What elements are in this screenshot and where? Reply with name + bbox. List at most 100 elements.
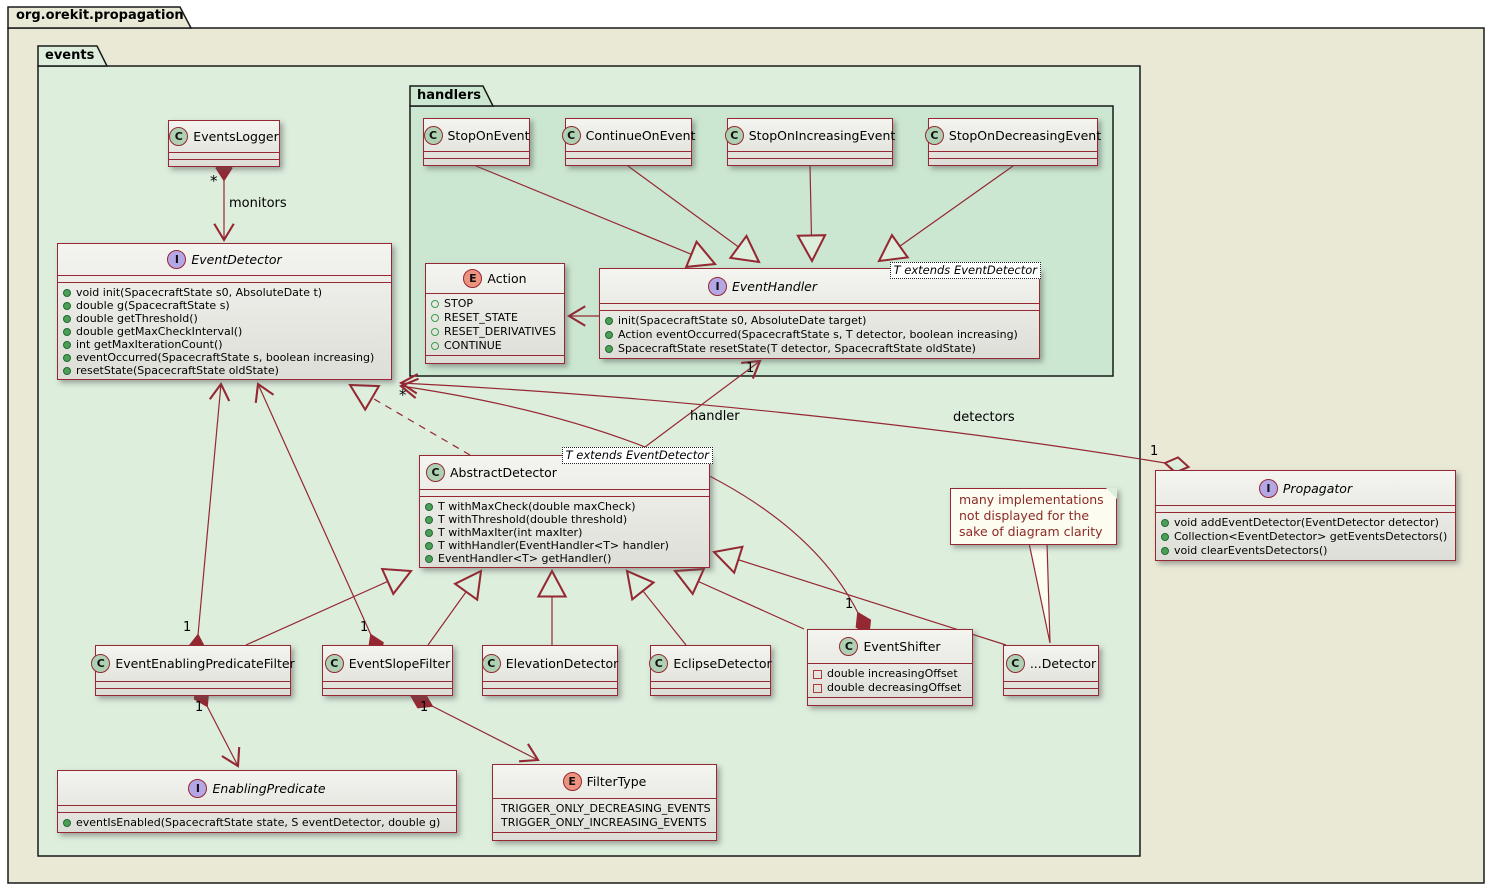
method-row: void init(SpacecraftState s0, AbsoluteDa… [63, 286, 387, 299]
empty-fields-compartment [600, 303, 1039, 310]
enum-value-row: STOP [431, 297, 560, 311]
method-label: int getMaxIterationCount() [76, 338, 223, 351]
edge-stopondecreasingevent-eventhandler [877, 165, 1014, 263]
interface-icon: I [707, 276, 727, 296]
class-icon: C [839, 637, 859, 656]
empty-fields-compartment [651, 681, 770, 688]
enum-value-icon [431, 328, 439, 336]
package-title-events: events [45, 48, 95, 63]
public-method-icon [63, 327, 71, 336]
method-label: Collection<EventDetector> getEventsDetec… [1174, 530, 1448, 543]
public-method-icon [605, 317, 613, 325]
empty-fields-compartment [424, 151, 529, 158]
note-fold-corner [1106, 488, 1117, 499]
methods-compartment: T withMaxCheck(double maxCheck) T withTh… [420, 496, 709, 567]
method-label: resetState(SpacecraftState oldState) [76, 364, 279, 377]
enum-value-icon [431, 300, 439, 308]
class-icon: C [481, 654, 501, 673]
method-label: eventIsEnabled(SpacecraftState state, S … [76, 816, 441, 829]
empty-methods-compartment [169, 159, 279, 166]
method-row: T withMaxCheck(double maxCheck) [425, 500, 705, 513]
public-method-icon [425, 515, 433, 524]
edge-label-monitors: monitors [229, 196, 287, 211]
class-title: ...Detector [1029, 656, 1097, 671]
public-method-icon [63, 819, 71, 827]
empty-fields-compartment [728, 151, 892, 158]
public-method-icon [1161, 519, 1169, 527]
class-icon: C [924, 125, 944, 145]
empty-methods-compartment [424, 158, 529, 165]
class-title: StopOnDecreasingEvent [948, 127, 1102, 143]
method-label: Action eventOccurred(SpacecraftState s, … [618, 328, 1018, 341]
class-icon: C [91, 654, 111, 673]
edge-eepf-eventdetector [188, 381, 231, 661]
enum-value-label: RESET_DERIVATIVES [444, 325, 556, 338]
interface-icon: I [188, 778, 208, 798]
generic-type-label: T extends EventDetector [889, 262, 1041, 279]
multiplicity-detectors-star: * [399, 386, 407, 404]
private-field-icon [813, 669, 822, 679]
multiplicity-detectors-one: 1 [1150, 444, 1159, 459]
multiplicity-eepf-enablingpredicate-one: 1 [195, 700, 204, 715]
enum-value-label: RESET_STATE [444, 311, 518, 324]
empty-methods-compartment [929, 158, 1097, 165]
enum-icon: E [562, 772, 582, 791]
empty-fields-compartment [566, 151, 691, 158]
empty-methods-compartment [323, 688, 452, 695]
empty-fields-compartment [483, 681, 617, 688]
method-label: void clearEventsDetectors() [1174, 544, 1328, 557]
empty-fields-compartment [420, 489, 709, 496]
empty-fields-compartment [58, 275, 391, 282]
field-label: double decreasingOffset [827, 681, 962, 694]
empty-methods-compartment [483, 688, 617, 695]
empty-fields-compartment [96, 681, 290, 688]
enum-value-label: CONTINUE [444, 339, 502, 352]
public-method-icon [63, 366, 71, 375]
enum-value-row: TRIGGER_ONLY_INCREASING_EVENTS [498, 816, 712, 830]
interface-title: EventHandler [731, 278, 818, 294]
public-method-icon [605, 345, 613, 353]
method-label: double getMaxCheckInterval() [76, 325, 243, 338]
enum-values-compartment: STOP RESET_STATE RESET_DERIVATIVES CONTI… [426, 293, 564, 355]
methods-compartment: eventIsEnabled(SpacecraftState state, S … [58, 812, 456, 832]
public-method-icon [63, 340, 71, 349]
method-row: resetState(SpacecraftState oldState) [63, 364, 387, 377]
edge-eepf-enablingpredicate [193, 683, 241, 768]
empty-methods-compartment [493, 832, 716, 840]
methods-compartment: void addEventDetector(EventDetector dete… [1156, 512, 1455, 560]
class-icon: C [324, 654, 344, 673]
enum-title: Action [487, 271, 527, 286]
method-label: T withThreshold(double threshold) [438, 513, 628, 526]
public-method-icon [425, 502, 433, 511]
public-method-icon [425, 528, 433, 537]
multiplicity-monitors-star: * [210, 172, 218, 190]
empty-methods-compartment [808, 697, 972, 705]
public-method-icon [1161, 533, 1169, 541]
generic-type-label: T extends EventDetector [561, 447, 713, 464]
edge-label-detectors: detectors [953, 410, 1015, 425]
public-method-icon [425, 541, 433, 550]
method-row: int getMaxIterationCount() [63, 338, 387, 351]
empty-fields-compartment [1156, 505, 1455, 512]
note-text-line: sake of diagram clarity [959, 524, 1103, 539]
enum-value-row: RESET_STATE [431, 311, 560, 325]
field-label: double increasingOffset [827, 667, 958, 680]
class-icon: C [423, 125, 443, 145]
class-icon: C [649, 654, 669, 673]
method-row: double getMaxCheckInterval() [63, 325, 387, 338]
method-row: Collection<EventDetector> getEventsDetec… [1161, 530, 1451, 544]
public-method-icon [1161, 547, 1169, 555]
method-row: SpacecraftState resetState(T detector, S… [605, 342, 1035, 356]
enum-value-row: CONTINUE [431, 339, 560, 353]
empty-methods-compartment [96, 688, 290, 695]
fields-compartment: double increasingOffset double decreasin… [808, 663, 972, 697]
multiplicity-eepf-eventdetector-one: 1 [183, 620, 192, 635]
class-icon: C [426, 463, 445, 482]
edge-eventshifter-extends-abstractdetector [673, 567, 805, 630]
